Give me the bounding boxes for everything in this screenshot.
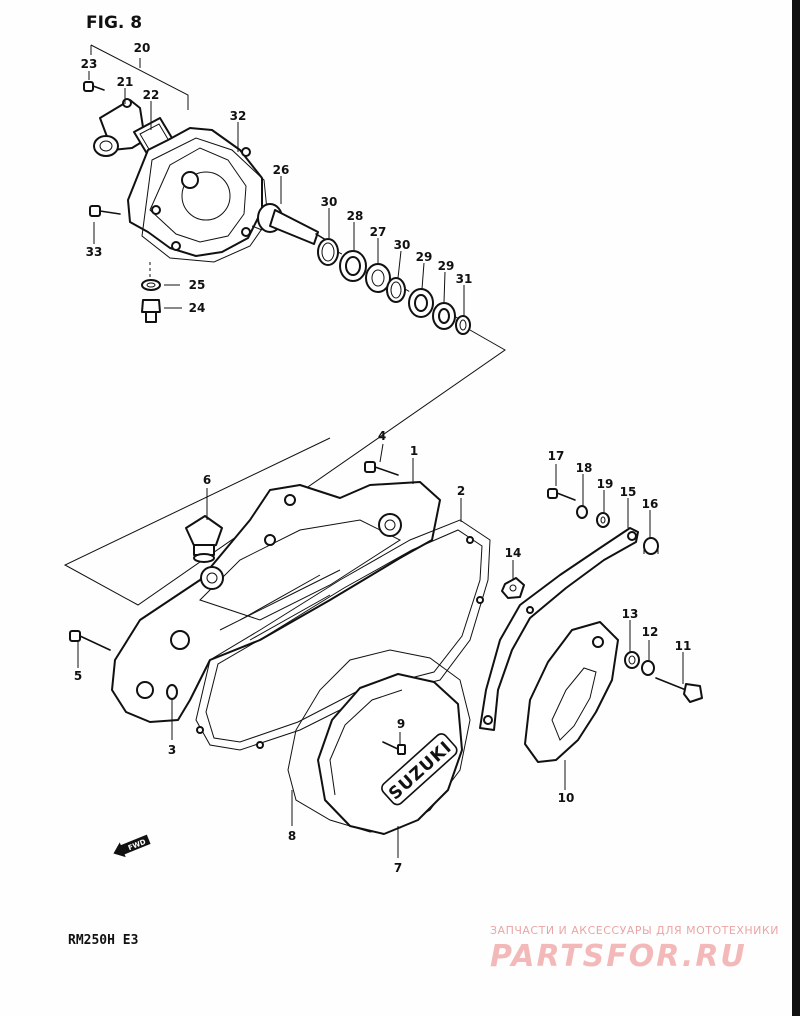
callout-20: 20	[134, 41, 151, 55]
callout-30: 30	[321, 195, 338, 209]
callout-18: 18	[576, 461, 593, 475]
scan-edge	[792, 0, 800, 1016]
part-32-gasket	[141, 137, 269, 263]
part-23-bolt	[83, 81, 105, 92]
part-7-clutch-cover: SUZUKI	[317, 673, 463, 835]
part-3-dowel	[166, 684, 178, 700]
part-33-bolt	[89, 205, 121, 217]
part-29-bearing-2	[432, 302, 456, 330]
forward-direction-arrow: FWD	[113, 834, 151, 858]
part-27-oil-seal	[365, 263, 391, 293]
fwd-arrow-icon	[113, 834, 151, 858]
callout-29: 29	[416, 250, 433, 264]
callout-27: 27	[370, 225, 387, 239]
callout-9: 9	[397, 717, 405, 731]
callout-10: 10	[558, 791, 575, 805]
callout-19: 19	[597, 477, 614, 491]
callout-17: 17	[548, 449, 565, 463]
watermark-site: PARTSFOR.RU	[490, 939, 747, 974]
part-31-circlip	[455, 315, 471, 335]
callout-12: 12	[642, 625, 659, 639]
callout-26: 26	[273, 163, 290, 177]
callout-32: 32	[230, 109, 247, 123]
callout-labels: 20 23 21 22 32 26 30 28 27 30 29 29 31 3…	[74, 41, 692, 875]
callout-30-second: 30	[394, 238, 411, 252]
callout-bracket-20	[90, 44, 189, 110]
part-12-washer	[641, 660, 655, 676]
callout-25: 25	[189, 278, 206, 292]
part-30-circlip	[317, 238, 339, 266]
assembly-guide-lines	[63, 329, 506, 606]
fwd-label: FWD	[127, 838, 147, 852]
part-10-sprocket-guard	[524, 621, 619, 763]
callout-6: 6	[203, 473, 211, 487]
callout-11: 11	[675, 639, 692, 653]
part-9-screw	[382, 741, 406, 755]
model-label: RM250H E3	[68, 933, 138, 948]
watermark-tagline: ЗАПЧАСТИ И АКСЕССУАРЫ ДЛЯ МОТОТЕХНИКИ	[490, 924, 779, 937]
part-5-bolt	[69, 630, 111, 651]
part-17-bolt	[547, 488, 576, 501]
part-24-drain-bolt	[141, 299, 161, 323]
callout-29-second: 29	[438, 259, 455, 273]
callout-15: 15	[620, 485, 637, 499]
part-19-washer	[596, 512, 610, 528]
part-4-bolt	[364, 461, 399, 476]
part-30-circlip-2	[386, 277, 406, 303]
part-6-oil-filler-cap	[185, 515, 223, 563]
part-15-guide-plate	[479, 527, 639, 731]
part-14-nut	[501, 577, 525, 599]
part-21-water-elbow	[93, 98, 146, 157]
part-16-collar	[643, 537, 659, 555]
callout-8: 8	[288, 829, 296, 843]
part-11-bolt	[655, 677, 703, 703]
callout-5: 5	[74, 669, 82, 683]
callout-33: 33	[86, 245, 103, 259]
callout-24: 24	[189, 301, 206, 315]
callout-23: 23	[81, 57, 98, 71]
callout-16: 16	[642, 497, 659, 511]
callout-2: 2	[457, 484, 465, 498]
part-28-bearing	[339, 250, 367, 282]
part-26-impeller-shaft	[251, 203, 327, 245]
callout-leaders	[77, 71, 684, 858]
part-18-washer	[576, 505, 588, 519]
callout-21: 21	[117, 75, 134, 89]
callout-4: 4	[378, 429, 386, 443]
part-29-bearing	[408, 288, 434, 318]
water-pump-assembly	[83, 44, 471, 335]
pump-housing	[127, 127, 263, 257]
callout-3: 3	[168, 743, 176, 757]
crankcase-cover-assembly: SUZUKI	[69, 461, 703, 835]
part-25-washer	[141, 279, 161, 291]
part-13-washer	[624, 651, 640, 669]
callout-14: 14	[505, 546, 522, 560]
callout-13: 13	[622, 607, 639, 621]
callout-7: 7	[394, 861, 402, 875]
callout-1: 1	[410, 444, 418, 458]
callout-22: 22	[143, 88, 160, 102]
callout-31: 31	[456, 272, 473, 286]
callout-28: 28	[347, 209, 364, 223]
figure-title: FIG. 8	[86, 13, 142, 33]
